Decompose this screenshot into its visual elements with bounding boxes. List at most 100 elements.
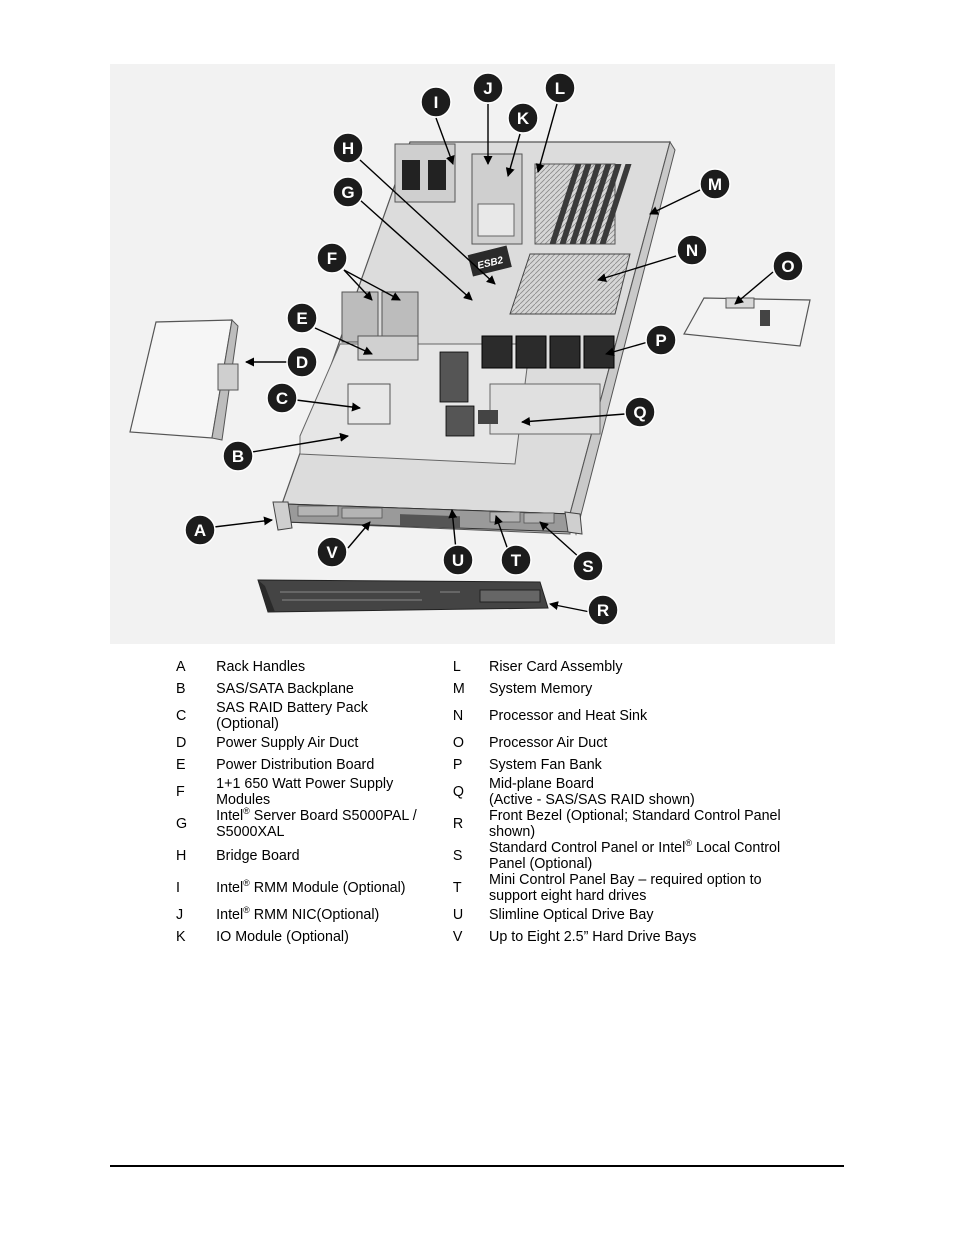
callout-letter: G	[341, 183, 354, 202]
callout-circle	[645, 324, 677, 356]
legend-key: E	[176, 757, 186, 773]
legend-text-part: Intel	[216, 907, 244, 923]
callout-letter: U	[452, 551, 464, 570]
legend-key: V	[452, 929, 463, 945]
legend-description: Intel® RMM Module (Optional)	[216, 872, 441, 904]
legend-text-part: RMM NIC(Optional)	[253, 907, 380, 923]
callout-circle	[316, 242, 348, 274]
callout-v: V	[316, 536, 348, 568]
callout-letter: H	[342, 139, 354, 158]
callout-letter: V	[326, 543, 338, 562]
registered-mark: ®	[685, 838, 692, 849]
legend-description: Intel® RMM NIC(Optional)	[216, 904, 441, 926]
callout-circle	[472, 72, 504, 104]
callout-letter: J	[483, 79, 492, 98]
callout-letter: L	[555, 79, 565, 98]
callout-h: H	[332, 132, 364, 164]
legend-key: P	[452, 757, 463, 773]
legend-description: SAS RAID Battery Pack (Optional)	[216, 700, 441, 732]
legend-text: Power Supply Air Duct	[216, 735, 359, 751]
callout-circle	[772, 250, 804, 282]
legend-key: D	[176, 735, 187, 751]
callout-letter: D	[296, 353, 308, 372]
legend-description: Rack Handles	[216, 656, 441, 678]
legend-description: SAS/SATA Backplane	[216, 678, 441, 700]
legend-description: Riser Card Assembly	[489, 656, 790, 678]
callout-a: A	[184, 514, 216, 546]
callout-circle	[624, 396, 656, 428]
callout-circle	[699, 168, 731, 200]
legend-key: O	[452, 735, 464, 751]
legend-key: K	[176, 929, 186, 945]
callout-s: S	[572, 550, 604, 582]
legend-key: L	[452, 659, 461, 675]
callout-letter: C	[276, 389, 288, 408]
power-supply-air-duct	[129, 318, 239, 441]
legend-text: SAS/SATA Backplane	[216, 681, 354, 697]
callout-circle	[316, 536, 348, 568]
chassis: ESB2	[272, 140, 676, 536]
legend-description: System Memory	[489, 678, 790, 700]
legend-key: R	[452, 816, 464, 832]
callout-circle	[286, 302, 318, 334]
legend-description: Power Distribution Board	[216, 754, 441, 776]
callout-circle	[286, 346, 318, 378]
callout-l: L	[544, 72, 576, 104]
legend-key: J	[176, 907, 184, 923]
exploded-view-figure: ESB2	[110, 64, 835, 644]
legend-text-part: Local Control Panel (Optional)	[489, 840, 781, 872]
callout-letter: Q	[633, 403, 646, 422]
legend-description: Mini Control Panel Bay – required option…	[489, 872, 790, 904]
callout-circle	[587, 594, 619, 626]
server-chassis-diagram: ESB2	[110, 64, 835, 644]
callout-letter: F	[327, 249, 337, 268]
legend-key: S	[452, 848, 463, 864]
legend-text-part: Intel	[216, 880, 244, 896]
legend-text-part: Intel	[216, 808, 244, 824]
legend-description: Mid-plane Board(Active - SAS/SAS RAID sh…	[489, 776, 790, 808]
legend-key: A	[176, 659, 186, 675]
legend-description: Intel® Server Board S5000PAL / S5000XAL	[216, 807, 441, 840]
legend-key: B	[176, 681, 186, 697]
callout-leaders	[213, 103, 774, 613]
legend-key: T	[452, 880, 462, 896]
callout-circle	[544, 72, 576, 104]
callout-f: F	[316, 242, 348, 274]
callout-letter: B	[232, 447, 244, 466]
callout-m: M	[699, 168, 731, 200]
legend-key: C	[176, 708, 187, 724]
callout-p: P	[645, 324, 677, 356]
callout-circle	[266, 382, 298, 414]
callout-t: T	[500, 544, 532, 576]
callout-circle	[572, 550, 604, 582]
callout-circle	[500, 544, 532, 576]
callout-circle	[507, 102, 539, 134]
legend-description: Processor Air Duct	[489, 732, 790, 754]
callout-circle	[332, 132, 364, 164]
callout-j: J	[472, 72, 504, 104]
legend-text: Up to Eight 2.5” Hard Drive Bays	[489, 929, 697, 945]
legend-text-part: RMM Module (Optional)	[253, 880, 406, 896]
legend-row: A Rack Handles L Riser Card Assembly	[170, 656, 790, 678]
callout-r: R	[587, 594, 619, 626]
callout-circle	[420, 86, 452, 118]
callout-o: O	[772, 250, 804, 282]
legend-key: F	[176, 784, 185, 800]
legend-text: Riser Card Assembly	[489, 659, 623, 675]
registered-mark: ®	[243, 878, 250, 889]
legend-key: I	[176, 880, 180, 896]
callout-letter: I	[434, 93, 439, 112]
legend-description: Slimline Optical Drive Bay	[489, 904, 790, 926]
legend-row: I Intel® RMM Module (Optional) T Mini Contr…	[170, 872, 790, 904]
registered-mark: ®	[243, 905, 250, 916]
callout-g: G	[332, 176, 364, 208]
callout-letter: S	[582, 557, 593, 576]
footer-rule	[110, 1165, 844, 1167]
